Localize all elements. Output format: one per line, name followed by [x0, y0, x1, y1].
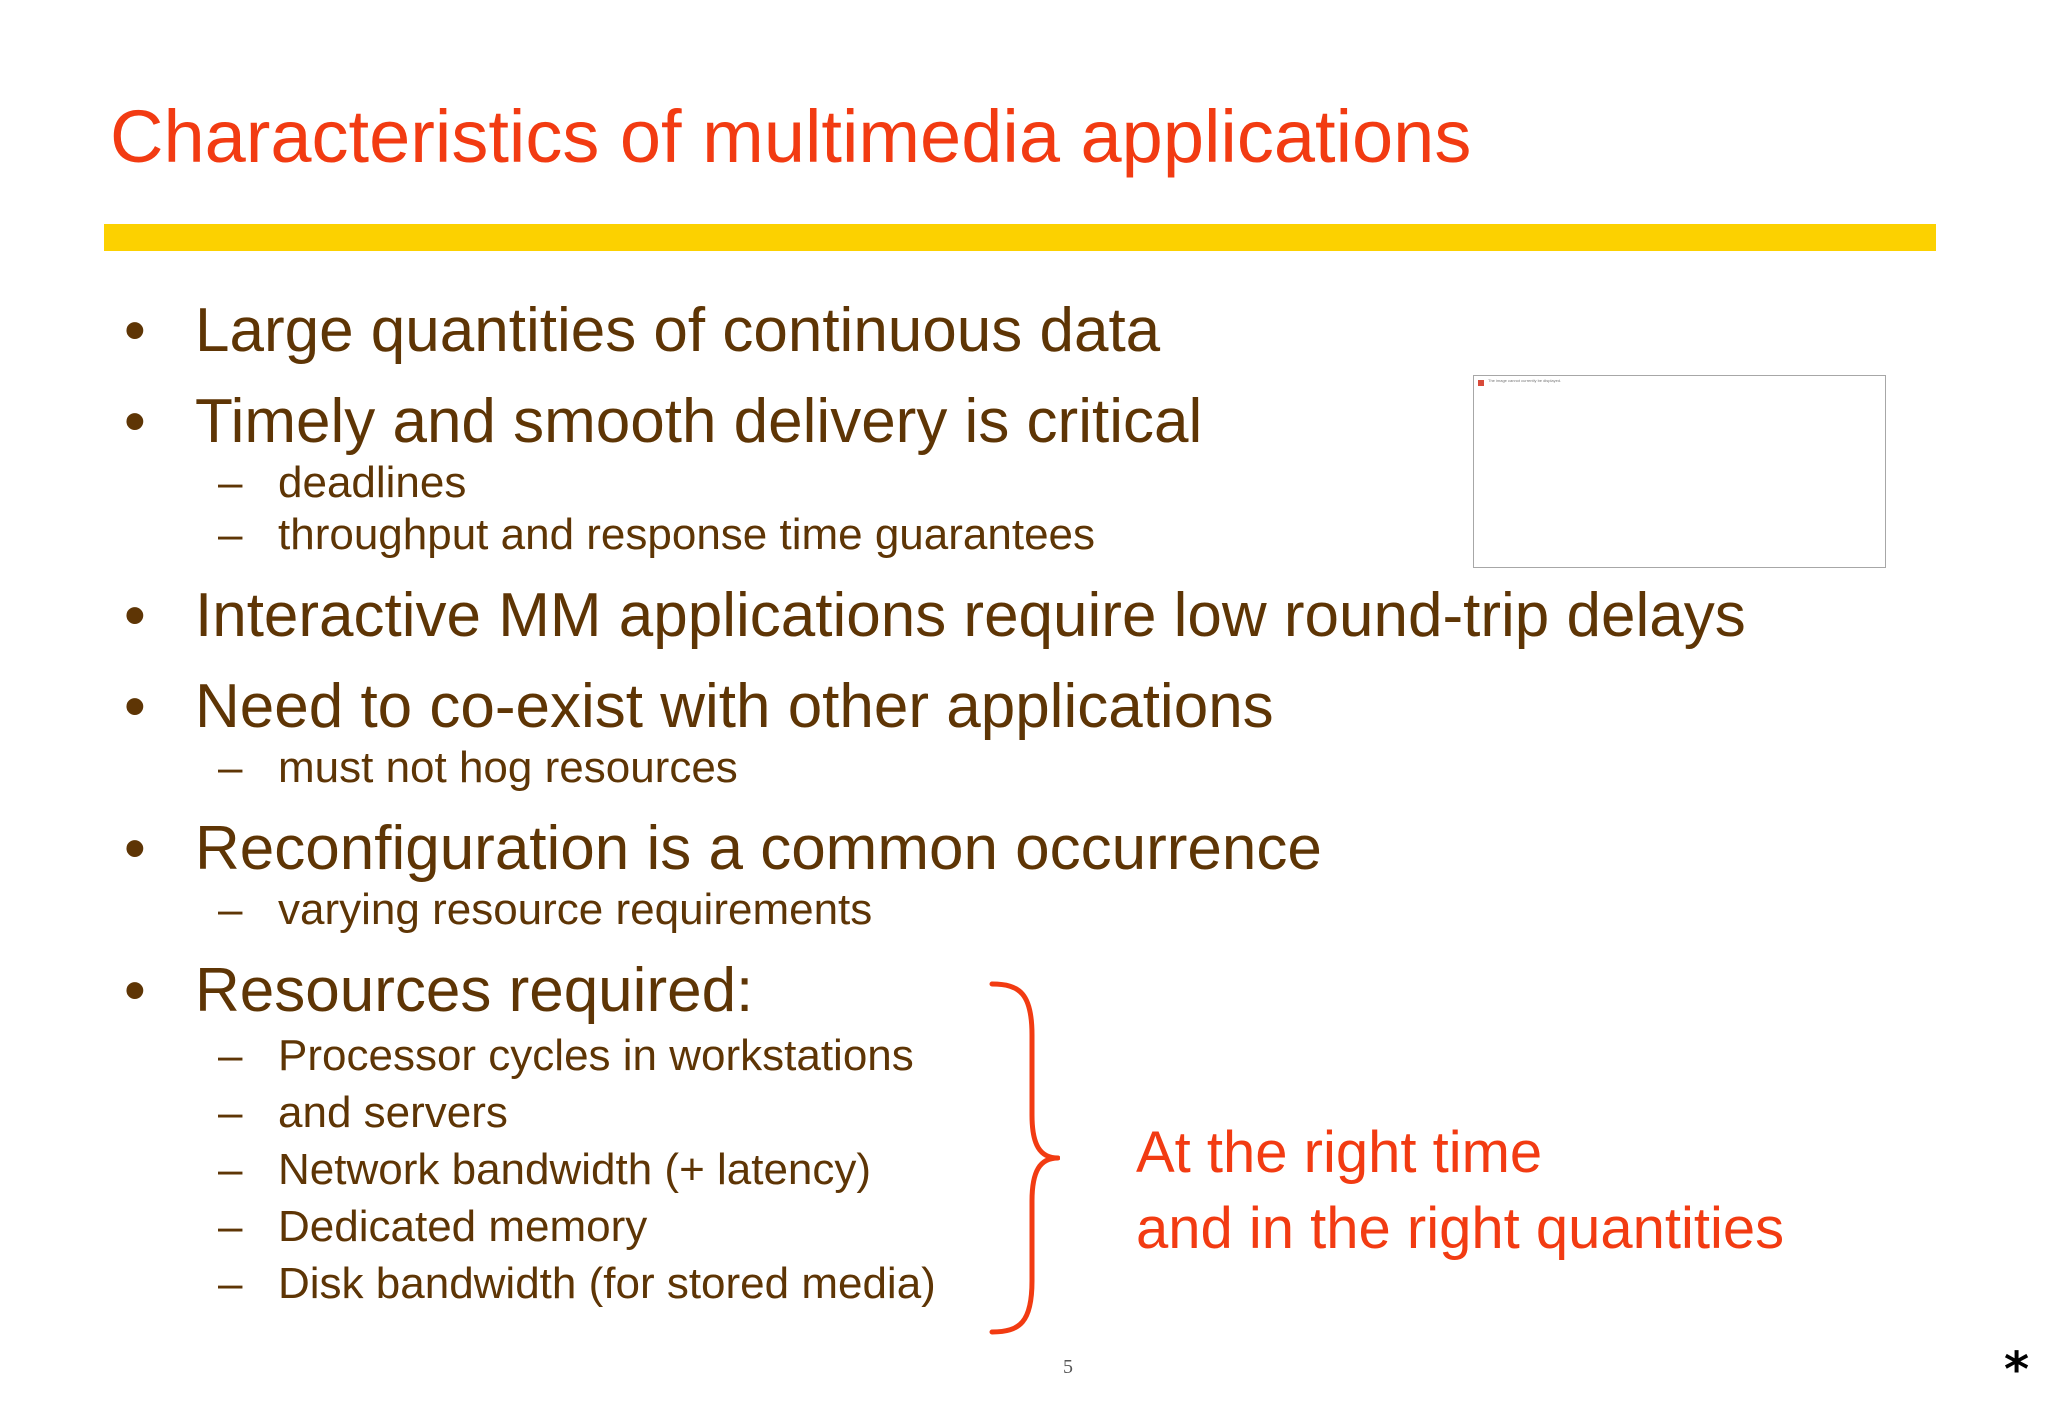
- callout-line-2: and in the right quantities: [1136, 1196, 1785, 1261]
- slide-title: Characteristics of multimedia applicatio…: [110, 95, 1472, 178]
- sub-bullet-marker: –: [218, 1088, 243, 1137]
- sub-bullet-marker: –: [218, 743, 243, 792]
- bullet-marker: •: [124, 581, 146, 650]
- sub-bullet-marker: –: [218, 458, 243, 507]
- sub-bullet-text: Processor cycles in workstations: [278, 1031, 914, 1080]
- bullet-text: Reconfiguration is a common occurrence: [195, 814, 1322, 883]
- bullet-marker: •: [124, 956, 146, 1025]
- bullet-text: Large quantities of continuous data: [195, 296, 1161, 365]
- bullet-marker: •: [124, 672, 146, 741]
- bullet-marker: •: [124, 814, 146, 883]
- image-placeholder: The image cannot currently be displayed.: [1473, 375, 1886, 568]
- sub-bullet-text: and servers: [278, 1088, 508, 1137]
- bullet-text: Timely and smooth delivery is critical: [195, 387, 1203, 456]
- sub-bullet-marker: –: [218, 1145, 243, 1194]
- sub-bullet-text: must not hog resources: [278, 743, 738, 792]
- bullet-marker: •: [124, 296, 146, 365]
- sub-bullet-text: varying resource requirements: [278, 885, 873, 934]
- sub-bullet-marker: –: [218, 1202, 243, 1251]
- image-placeholder-text: The image cannot currently be displayed.: [1488, 378, 1562, 383]
- sub-bullet-text: throughput and response time guarantees: [278, 510, 1096, 559]
- callout-line-1: At the right time: [1136, 1120, 1543, 1185]
- page-number: 5: [1063, 1356, 1073, 1378]
- sub-bullet-marker: –: [218, 510, 243, 559]
- asterisk-icon: *: [2004, 1342, 2030, 1398]
- sub-bullet-marker: –: [218, 1031, 243, 1080]
- bullet-marker: •: [124, 387, 146, 456]
- bullet-text: Need to co-exist with other applications: [195, 672, 1274, 741]
- sub-bullet-marker: –: [218, 885, 243, 934]
- broken-image-icon: [1478, 380, 1484, 386]
- bullet-text: Resources required:: [195, 956, 754, 1025]
- sub-bullet-text: Dedicated memory: [278, 1202, 648, 1251]
- sub-bullet-text: Disk bandwidth (for stored media): [278, 1259, 936, 1308]
- bullet-text: Interactive MM applications require low …: [195, 581, 1746, 650]
- sub-bullet-marker: –: [218, 1259, 243, 1308]
- sub-bullet-text: deadlines: [278, 458, 467, 507]
- sub-bullet-text: Network bandwidth (+ latency): [278, 1145, 872, 1194]
- curly-brace-icon: [989, 981, 1060, 1335]
- title-underline-bar: [104, 224, 1936, 251]
